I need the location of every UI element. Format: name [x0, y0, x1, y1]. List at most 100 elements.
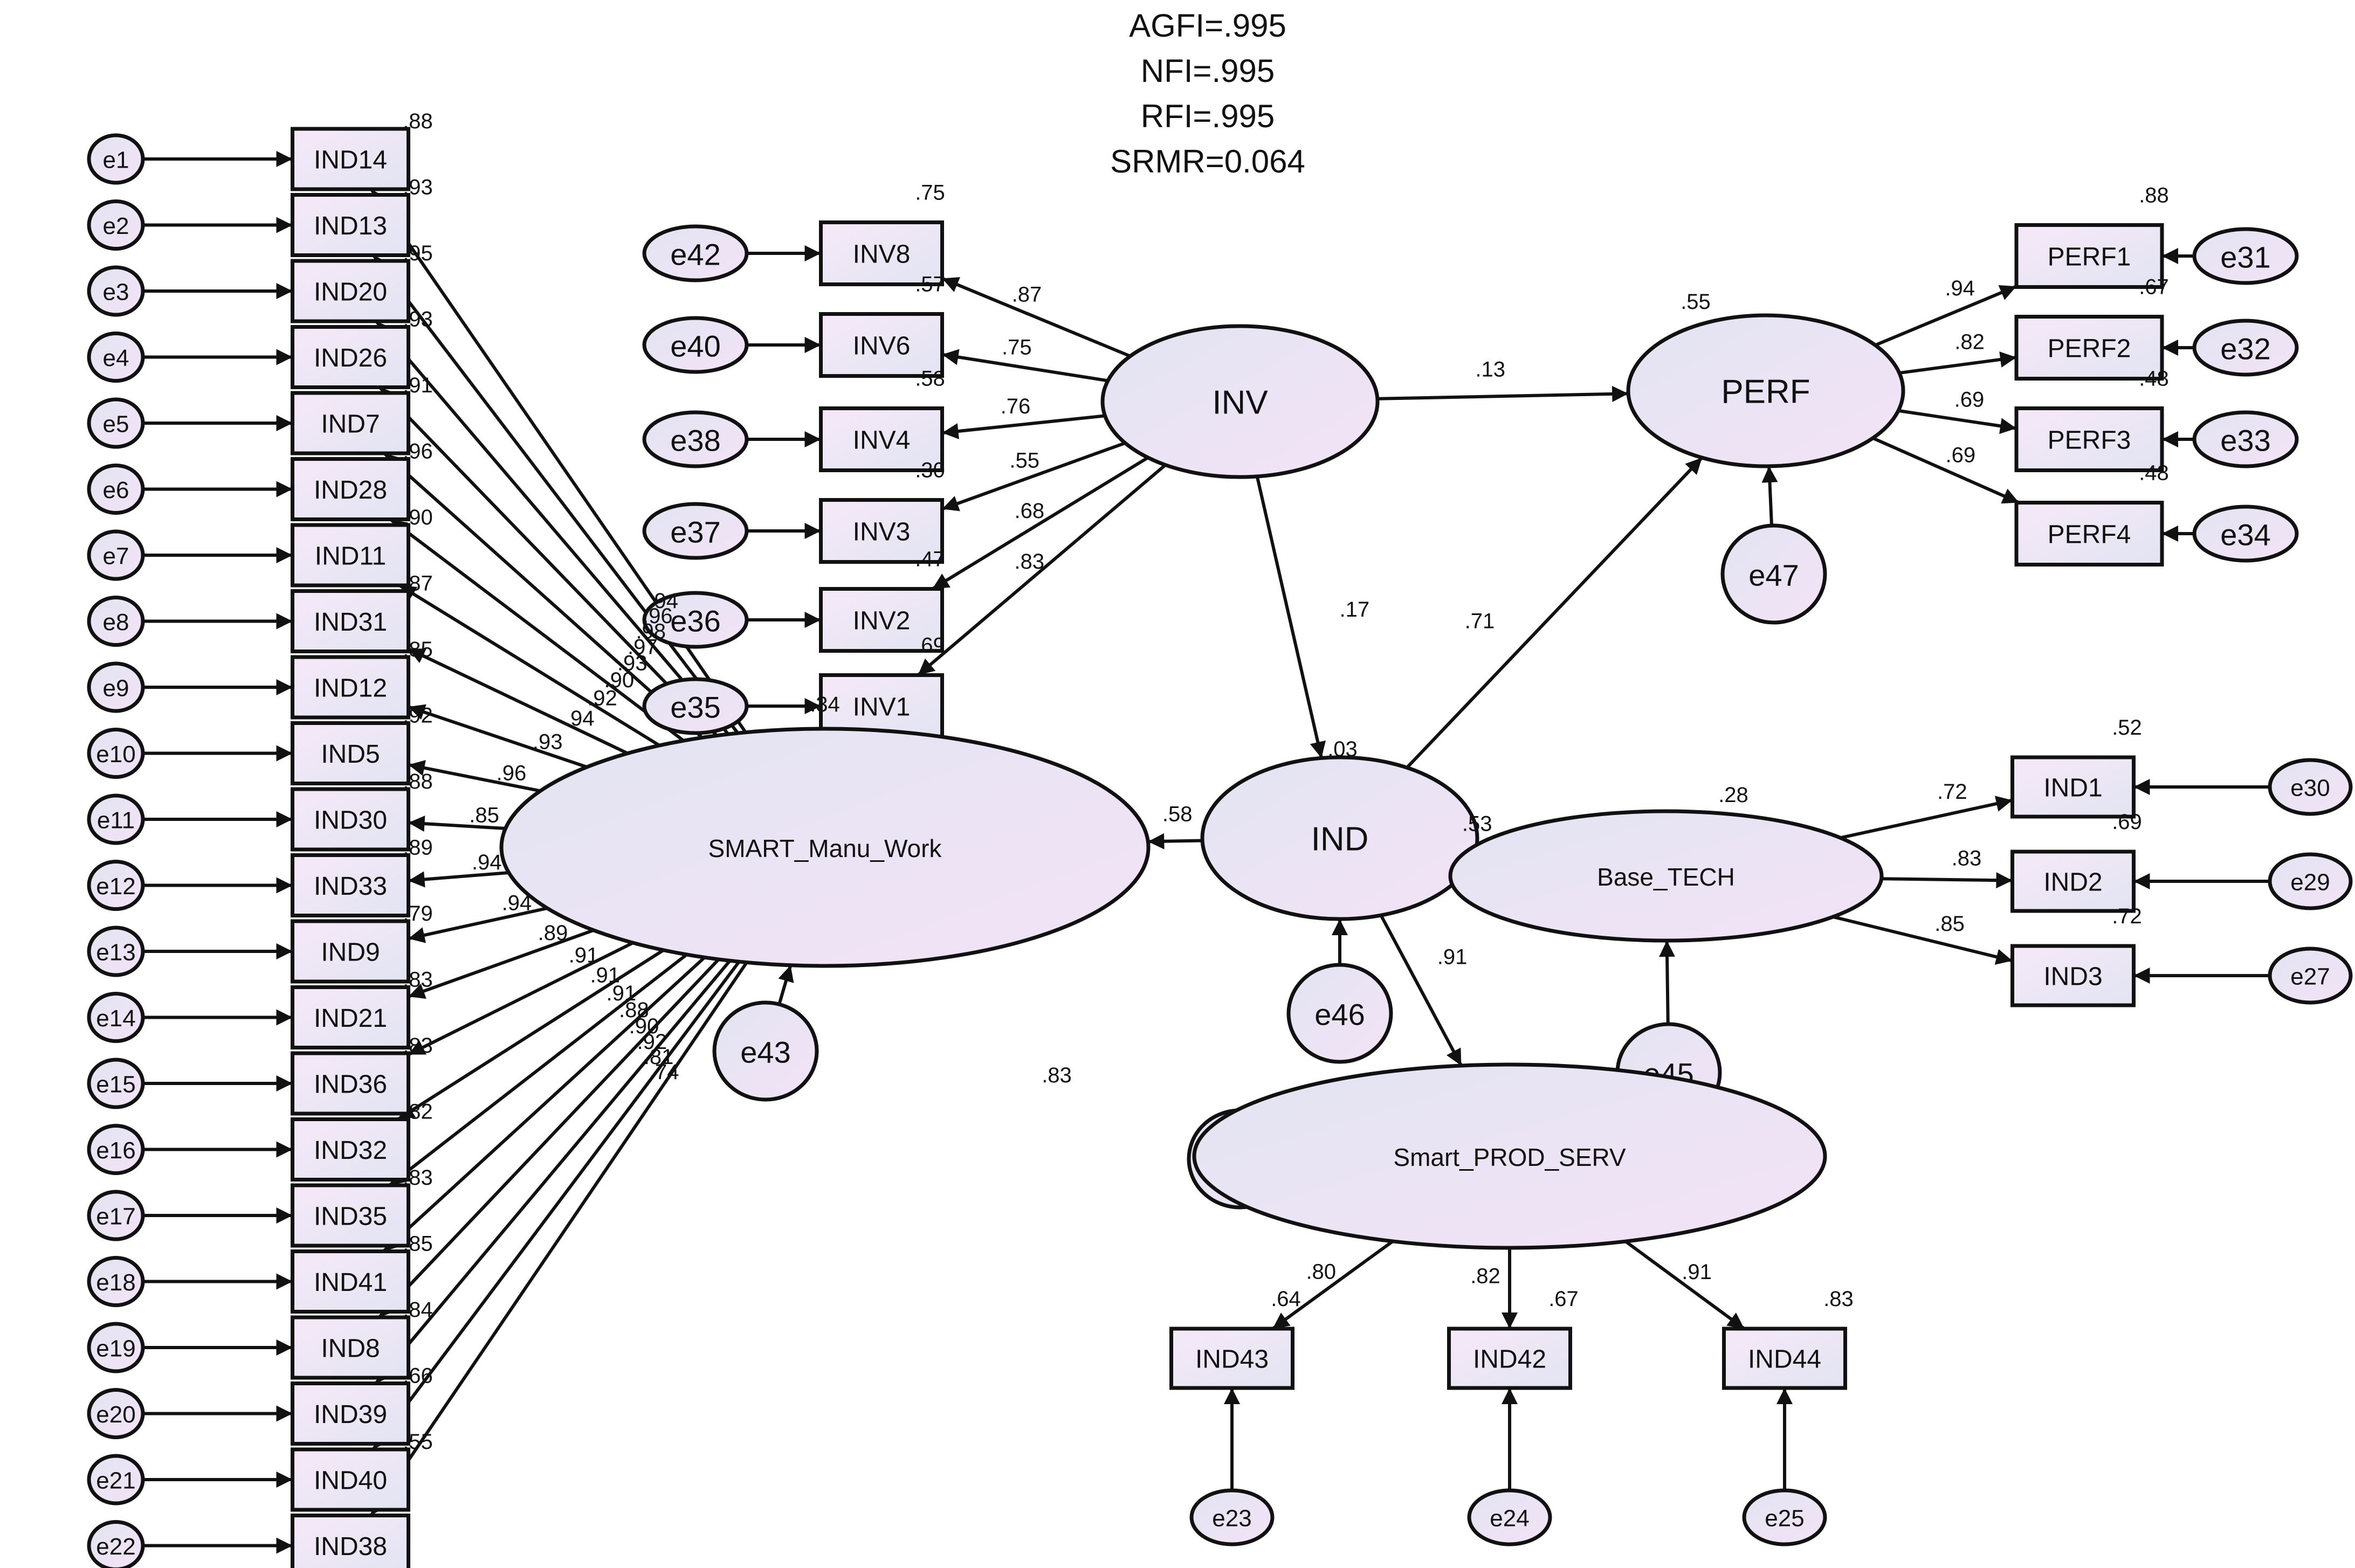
r-squared-value: .58	[915, 367, 945, 391]
loading-value: .96	[497, 762, 527, 785]
observed-variable-box	[291, 391, 410, 455]
loading-arrow-ind28	[389, 518, 685, 742]
loading-value: .94	[648, 589, 678, 613]
loading-value: .94	[1945, 277, 1975, 300]
r-squared-value: .52	[2112, 716, 2142, 740]
r-squared-value: .84	[403, 1298, 433, 1322]
observed-variable-label: IND43	[1195, 1345, 1269, 1374]
variable-ellipse	[642, 677, 749, 735]
path-ind-to-smart-prod-serv	[1379, 914, 1463, 1067]
variable-ellipse	[87, 1520, 145, 1568]
path-coefficient: .13	[1475, 357, 1505, 381]
variable-label: e22	[96, 1534, 135, 1560]
error-term-e27: e27	[2268, 947, 2353, 1005]
observed-variable-box	[2014, 223, 2164, 289]
r-squared-value: .83	[1823, 1287, 1854, 1311]
indicator-inv4: INV4	[819, 406, 944, 472]
observed-variable-label: IND11	[315, 542, 387, 571]
error-term-e4: e4	[87, 331, 145, 383]
loading-arrow-ind3	[1833, 915, 2013, 965]
loading-value: .75	[1002, 336, 1032, 360]
r-squared-value: .96	[403, 440, 433, 464]
loading-arrow-ind12	[408, 704, 588, 769]
loading-arrow-perf1	[1874, 285, 2017, 347]
variable-ellipse	[87, 1454, 145, 1505]
indicator-ind13: IND13	[291, 193, 410, 257]
indicator-ind3: IND3	[2010, 944, 2136, 1007]
latent-r-squared: .28	[1718, 783, 1748, 807]
error-term-e3: e3	[87, 265, 145, 317]
loading-value: .69	[1954, 388, 1985, 412]
loading-arrow-ind38	[369, 961, 748, 1517]
error-term-e30: e30	[2268, 758, 2353, 816]
indicator-ind36: IND36	[291, 1051, 410, 1116]
error-term-e38: e38	[642, 410, 749, 468]
error-term-e9: e9	[87, 661, 145, 713]
latent-smart-manu-work: SMART_Manu_Work	[499, 727, 1151, 968]
observed-variable-box	[291, 523, 410, 588]
indicator-ind43: IND43	[1169, 1327, 1294, 1390]
observed-variable-label: INV2	[853, 607, 911, 636]
variable-label: e33	[2220, 424, 2270, 458]
loading-value: .94	[472, 851, 502, 874]
loading-value: .89	[538, 921, 568, 945]
error-term-e32: e32	[2192, 319, 2299, 377]
observed-variable-box	[819, 587, 944, 653]
variable-ellipse	[642, 502, 749, 560]
r-squared-value: .69	[2112, 810, 2142, 834]
variable-label: e23	[1212, 1505, 1251, 1532]
loading-arrow-ind39	[374, 959, 732, 1385]
variable-label: e16	[96, 1137, 135, 1164]
indicator-ind44: IND44	[1722, 1327, 1847, 1390]
path-inv-to-perf	[1377, 385, 1629, 402]
variable-label: e2	[103, 213, 129, 239]
indicator-inv6: INV6	[819, 312, 944, 378]
error-term-e29: e29	[2268, 852, 2353, 910]
observed-variable-label: IND8	[321, 1335, 380, 1363]
error-term-e35: e35	[642, 677, 749, 735]
r-squared-value: .69	[915, 634, 945, 658]
variable-ellipse	[499, 727, 1151, 968]
indicator-ind39: IND39	[291, 1382, 410, 1446]
variable-label: e32	[2220, 332, 2270, 366]
error-term-e2: e2	[87, 199, 145, 251]
error-term-e24: e24	[1467, 1488, 1552, 1546]
loading-arrow-ind9	[408, 907, 548, 943]
observed-variable-label: IND12	[314, 674, 387, 703]
r-squared-value: .88	[403, 109, 433, 133]
variable-ellipse	[712, 1000, 819, 1102]
indicator-ind5: IND5	[291, 721, 410, 785]
variable-ellipse	[87, 860, 145, 911]
variable-label: e12	[96, 873, 135, 900]
loading-arrow-inv8	[941, 277, 1131, 358]
loading-value: .85	[1934, 912, 1965, 936]
indicator-ind7: IND7	[291, 391, 410, 455]
variable-ellipse	[87, 992, 145, 1043]
error-term-e33: e33	[2192, 410, 2299, 468]
loading-value: .74	[649, 1060, 679, 1084]
observed-variable-box	[2014, 315, 2164, 381]
loading-value: .96	[643, 604, 673, 628]
r-squared-value: .88	[403, 770, 433, 793]
r-squared-value: .57	[915, 273, 945, 296]
indicator-ind20: IND20	[291, 259, 410, 323]
observed-variable-label: IND7	[321, 410, 380, 439]
r-squared-value: .83	[403, 1166, 433, 1190]
variable-label: Smart_PROD_SERV	[1393, 1143, 1626, 1171]
error-term-e10: e10	[87, 728, 145, 779]
loading-value: .93	[533, 730, 563, 754]
variable-ellipse	[87, 596, 145, 647]
variable-ellipse	[1467, 1488, 1552, 1546]
fit-index-srmr: SRMR=0.064	[1110, 143, 1305, 179]
loading-value: .82	[1470, 1265, 1500, 1288]
loading-value: .83	[1952, 846, 1982, 870]
observed-variable-box	[1447, 1327, 1572, 1390]
fit-index-nfi: NFI=.995	[1141, 53, 1275, 89]
latent-ind: IND	[1200, 755, 1479, 921]
variable-ellipse	[87, 265, 145, 317]
disturbance-arrow-smart-manu-work	[777, 964, 794, 1005]
variable-ellipse	[87, 133, 145, 185]
error-term-e5: e5	[87, 397, 145, 449]
loading-value: .91	[590, 964, 620, 987]
